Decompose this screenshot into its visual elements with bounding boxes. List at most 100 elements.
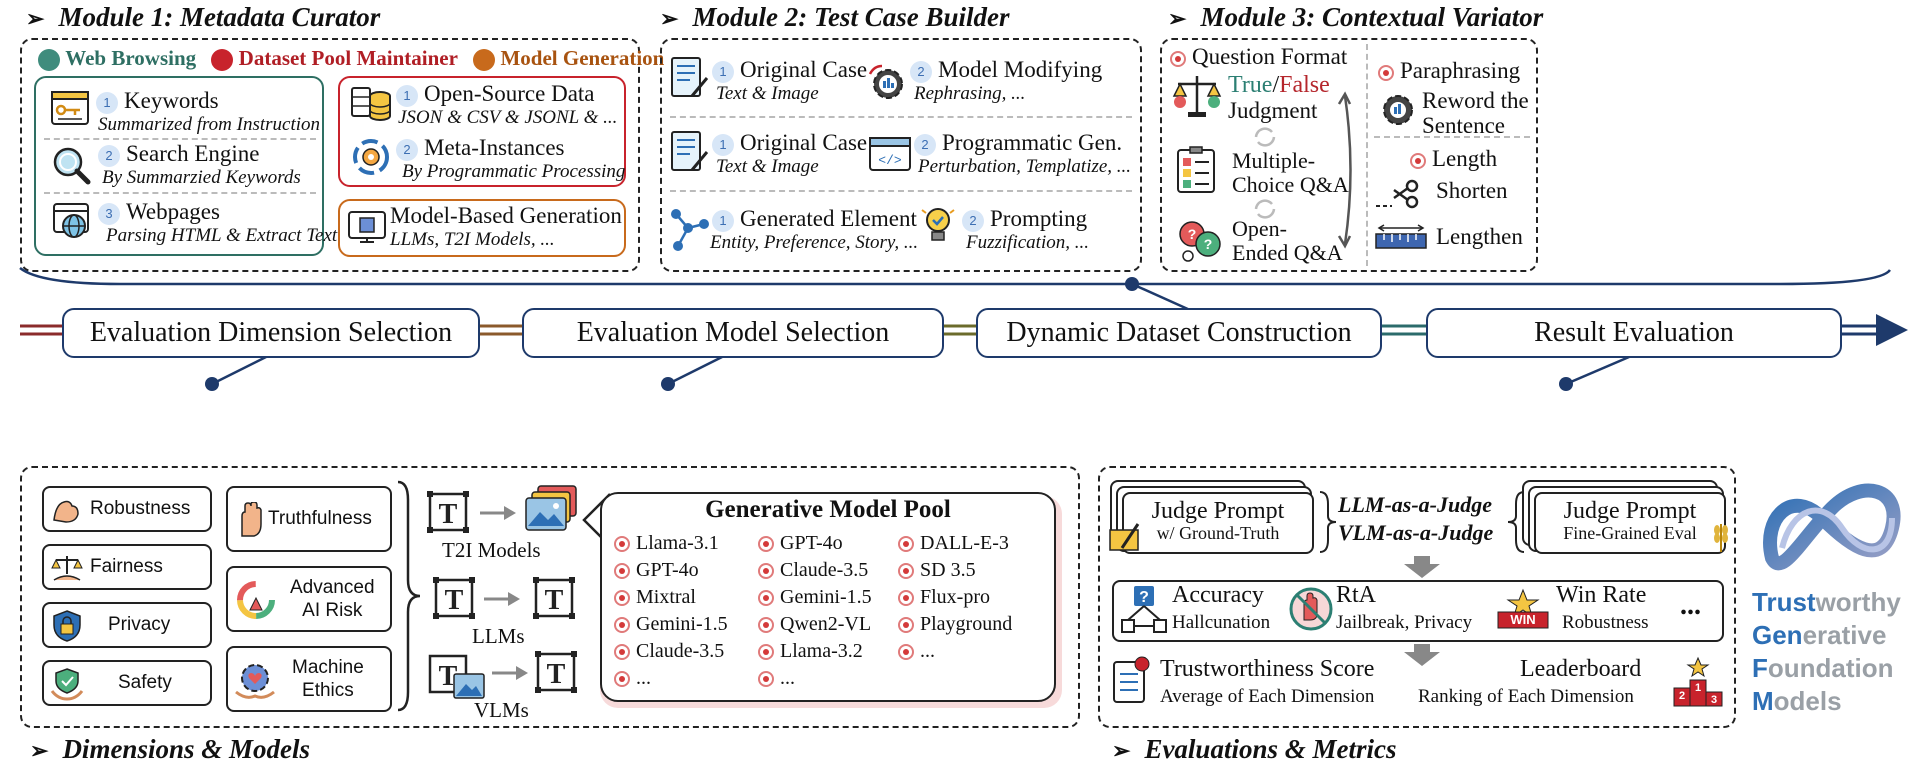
dimension-label: Ethics [302, 680, 354, 701]
metric-title: Win Rate [1556, 582, 1647, 608]
chat-question-icon: ? ? [1179, 221, 1221, 262]
gen-item: Model-Based Generation LLMs, T2I Models,… [390, 203, 622, 251]
dimension-fairness: Fairness [42, 544, 212, 590]
judgment-label: Judgment [1228, 98, 1318, 123]
item-title: Keywords [124, 88, 219, 113]
pool-item: Llama-3.1 [614, 530, 728, 557]
length-label: Length [1410, 146, 1497, 172]
metrics-more: ... [1680, 590, 1701, 621]
pool-item: Playground [898, 611, 1012, 638]
item-subtitle: JSON & CSV & JSONL & ... [398, 107, 618, 128]
dimension-label: AI Risk [302, 600, 363, 621]
reword-label-1: Reword the [1422, 88, 1529, 113]
step-badge: 2 [910, 60, 932, 83]
item-title: Generated Element [740, 206, 917, 231]
dimension-label: Truthfulness [268, 508, 372, 529]
wheat-icon [1714, 524, 1728, 552]
pool-item: Claude-3.5 [758, 557, 872, 584]
item-subtitle: Rephrasing, ... [914, 83, 1026, 104]
score-clipboard-icon [1113, 656, 1150, 703]
item-subtitle: By Programmatic Processing [402, 161, 626, 182]
scissors-icon [1376, 179, 1419, 209]
step-badge: 2 [98, 144, 120, 167]
pool-title: Generative Model Pool [705, 496, 951, 523]
notepad-icon [1109, 523, 1140, 551]
model-generation-box [338, 199, 626, 257]
svg-text:</>: </> [878, 153, 902, 168]
svg-text:T: T [439, 499, 458, 530]
ethics-gear-icon [235, 664, 275, 699]
item-subtitle: Text & Image [716, 83, 819, 104]
risk-gauge-icon [237, 581, 275, 619]
oe-label-2: Ended Q&A [1232, 240, 1343, 265]
dimension-label: Robustness [90, 498, 191, 519]
legend-pool-label: Dataset Pool Maintainer [238, 46, 458, 70]
item-subtitle: LLMs, T2I Models, ... [390, 229, 555, 250]
divider [44, 192, 316, 194]
metric-subtitle: Hallcunation [1172, 612, 1271, 633]
svg-text:T: T [547, 659, 566, 690]
safety-hands-icon [50, 668, 84, 701]
leaderboard-subtitle: Ranking of Each Dimension [1418, 686, 1634, 707]
dimension-truthfulness: Truthfulness [226, 486, 392, 552]
module2-panel [660, 38, 1142, 272]
reword-gear-icon [1383, 95, 1413, 125]
bullet-icon [1170, 50, 1186, 67]
module1-legend: Web Browsing Dataset Pool Maintainer Mod… [38, 46, 664, 72]
lengthen-label: Lengthen [1436, 224, 1523, 249]
dimension-machine-ethics: Machine Ethics [226, 646, 392, 712]
pipeline-step-model: Evaluation Model Selection [522, 308, 944, 358]
pipeline-step-dimension: Evaluation Dimension Selection [62, 308, 480, 358]
refresh-icon [1254, 127, 1276, 147]
scale-judgment-icon [1172, 76, 1222, 117]
metric-subtitle: Jailbreak, Privacy [1336, 612, 1473, 633]
vlm-judge-label: VLM-as-a-Judge [1338, 520, 1494, 545]
pool-column-1: Llama-3.1 GPT-4o Mixtral Gemini-1.5 Clau… [614, 530, 728, 692]
win-badge-text: WIN [1510, 612, 1536, 627]
bullet-icon [1410, 152, 1426, 169]
brand-name: Trustworthy Generative Foundation Models [1752, 587, 1901, 716]
legend-dot-gen [473, 49, 496, 72]
divider [670, 116, 1132, 118]
model-type-t2i: T2I Models [442, 538, 541, 562]
pool-column-2: GPT-4o Claude-3.5 Gemini-1.5 Qwen2-VL Ll… [758, 530, 872, 692]
judge-title: Judge Prompt [1563, 498, 1697, 524]
judge-subtitle: w/ Ground-Truth [1156, 523, 1280, 543]
image-stack-icon [525, 485, 577, 531]
pool-item: ... [614, 665, 728, 692]
text-model-icon: T [427, 491, 469, 533]
metric-title: RtA [1336, 582, 1377, 608]
dims-models-panel [20, 466, 1080, 728]
item-title: Model Modifying [938, 57, 1103, 82]
item-title: Meta-Instances [424, 135, 565, 160]
pool-item: Flux-pro [898, 584, 1012, 611]
module1-panel [20, 38, 640, 272]
dataset-pool-box [338, 76, 626, 187]
mc-label-1: Multiple- [1232, 148, 1316, 173]
step-badge: 1 [712, 209, 734, 232]
module3-panel [1160, 38, 1538, 272]
divider [44, 138, 316, 140]
pool-item: Gemini-1.5 [758, 584, 872, 611]
paraphrasing-label: Paraphrasing [1378, 58, 1520, 84]
podium-icon: 2 1 3 [1672, 656, 1724, 708]
model-type-llm: LLMs [472, 624, 525, 648]
item-title: Original Case [740, 130, 868, 155]
judge-prompt-right: Judge Prompt Fine-Grained Eval [1534, 492, 1726, 554]
multiple-choice-icon [1177, 146, 1215, 193]
lightbulb-icon [921, 208, 955, 241]
item-title: Original Case [740, 57, 868, 82]
dimension-robustness: Robustness [42, 486, 212, 532]
metrics-box [1112, 580, 1724, 642]
svg-text:T: T [445, 585, 464, 616]
shorten-label: Shorten [1436, 178, 1508, 203]
